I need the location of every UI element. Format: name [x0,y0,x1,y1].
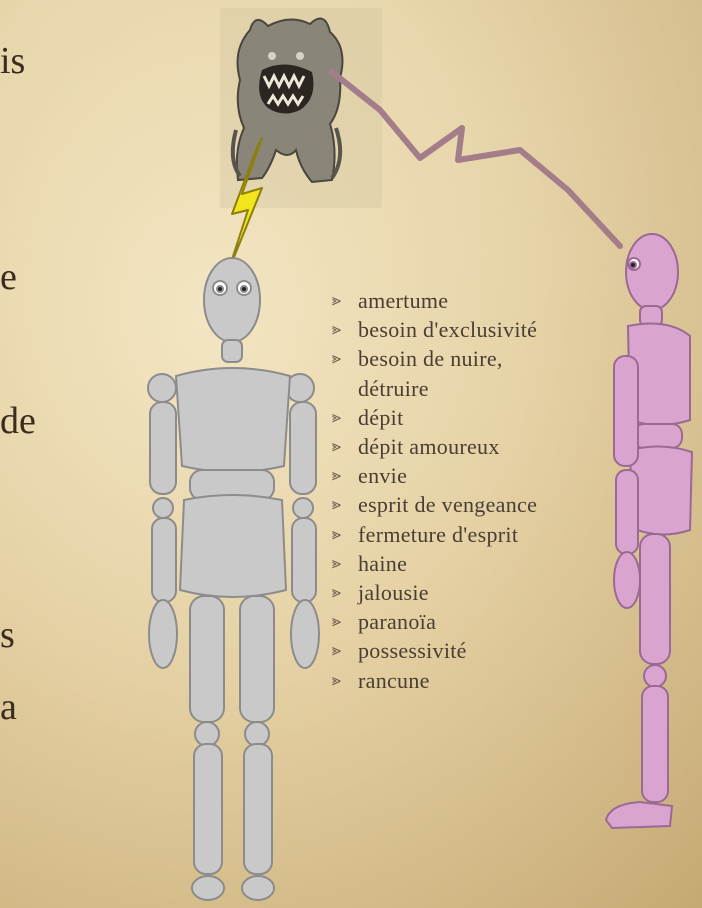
list-item: ⪢besoin de nuire, [332,344,537,373]
bullet-icon: ⪢ [332,461,341,490]
list-item: ⪢paranoïa [332,607,537,636]
list-item: ⪢envie [332,461,537,490]
list-item: ⪢fermeture d'esprit [332,520,537,549]
list-item-continuation: détruire [332,374,537,403]
bullet-icon: ⪢ [332,636,341,665]
bullet-icon: ⪢ [332,344,341,373]
monster-icon [220,8,382,208]
list-item: ⪢possessivité [332,636,537,665]
bullet-icon: ⪢ [332,520,341,549]
pink-mannequin [606,234,692,828]
list-item: ⪢amertume [332,286,537,315]
bullet-icon: ⪢ [332,315,341,344]
list-item: ⪢besoin d'exclusivité [332,315,537,344]
list-item: ⪢esprit de vengeance [332,490,537,519]
bullet-icon: ⪢ [332,666,341,695]
bullet-icon: ⪢ [332,403,341,432]
list-item: ⪢rancune [332,666,537,695]
list-item: ⪢dépit amoureux [332,432,537,461]
bullet-icon: ⪢ [332,549,341,578]
grey-mannequin [148,258,319,900]
bullet-icon: ⪢ [332,490,341,519]
list-item: ⪢dépit [332,403,537,432]
bullet-icon: ⪢ [332,286,341,315]
emotion-list: ⪢amertume ⪢besoin d'exclusivité ⪢besoin … [332,286,537,695]
list-item: ⪢jalousie [332,578,537,607]
list-item: ⪢haine [332,549,537,578]
bullet-icon: ⪢ [332,432,341,461]
bullet-icon: ⪢ [332,607,341,636]
bullet-icon: ⪢ [332,578,341,607]
